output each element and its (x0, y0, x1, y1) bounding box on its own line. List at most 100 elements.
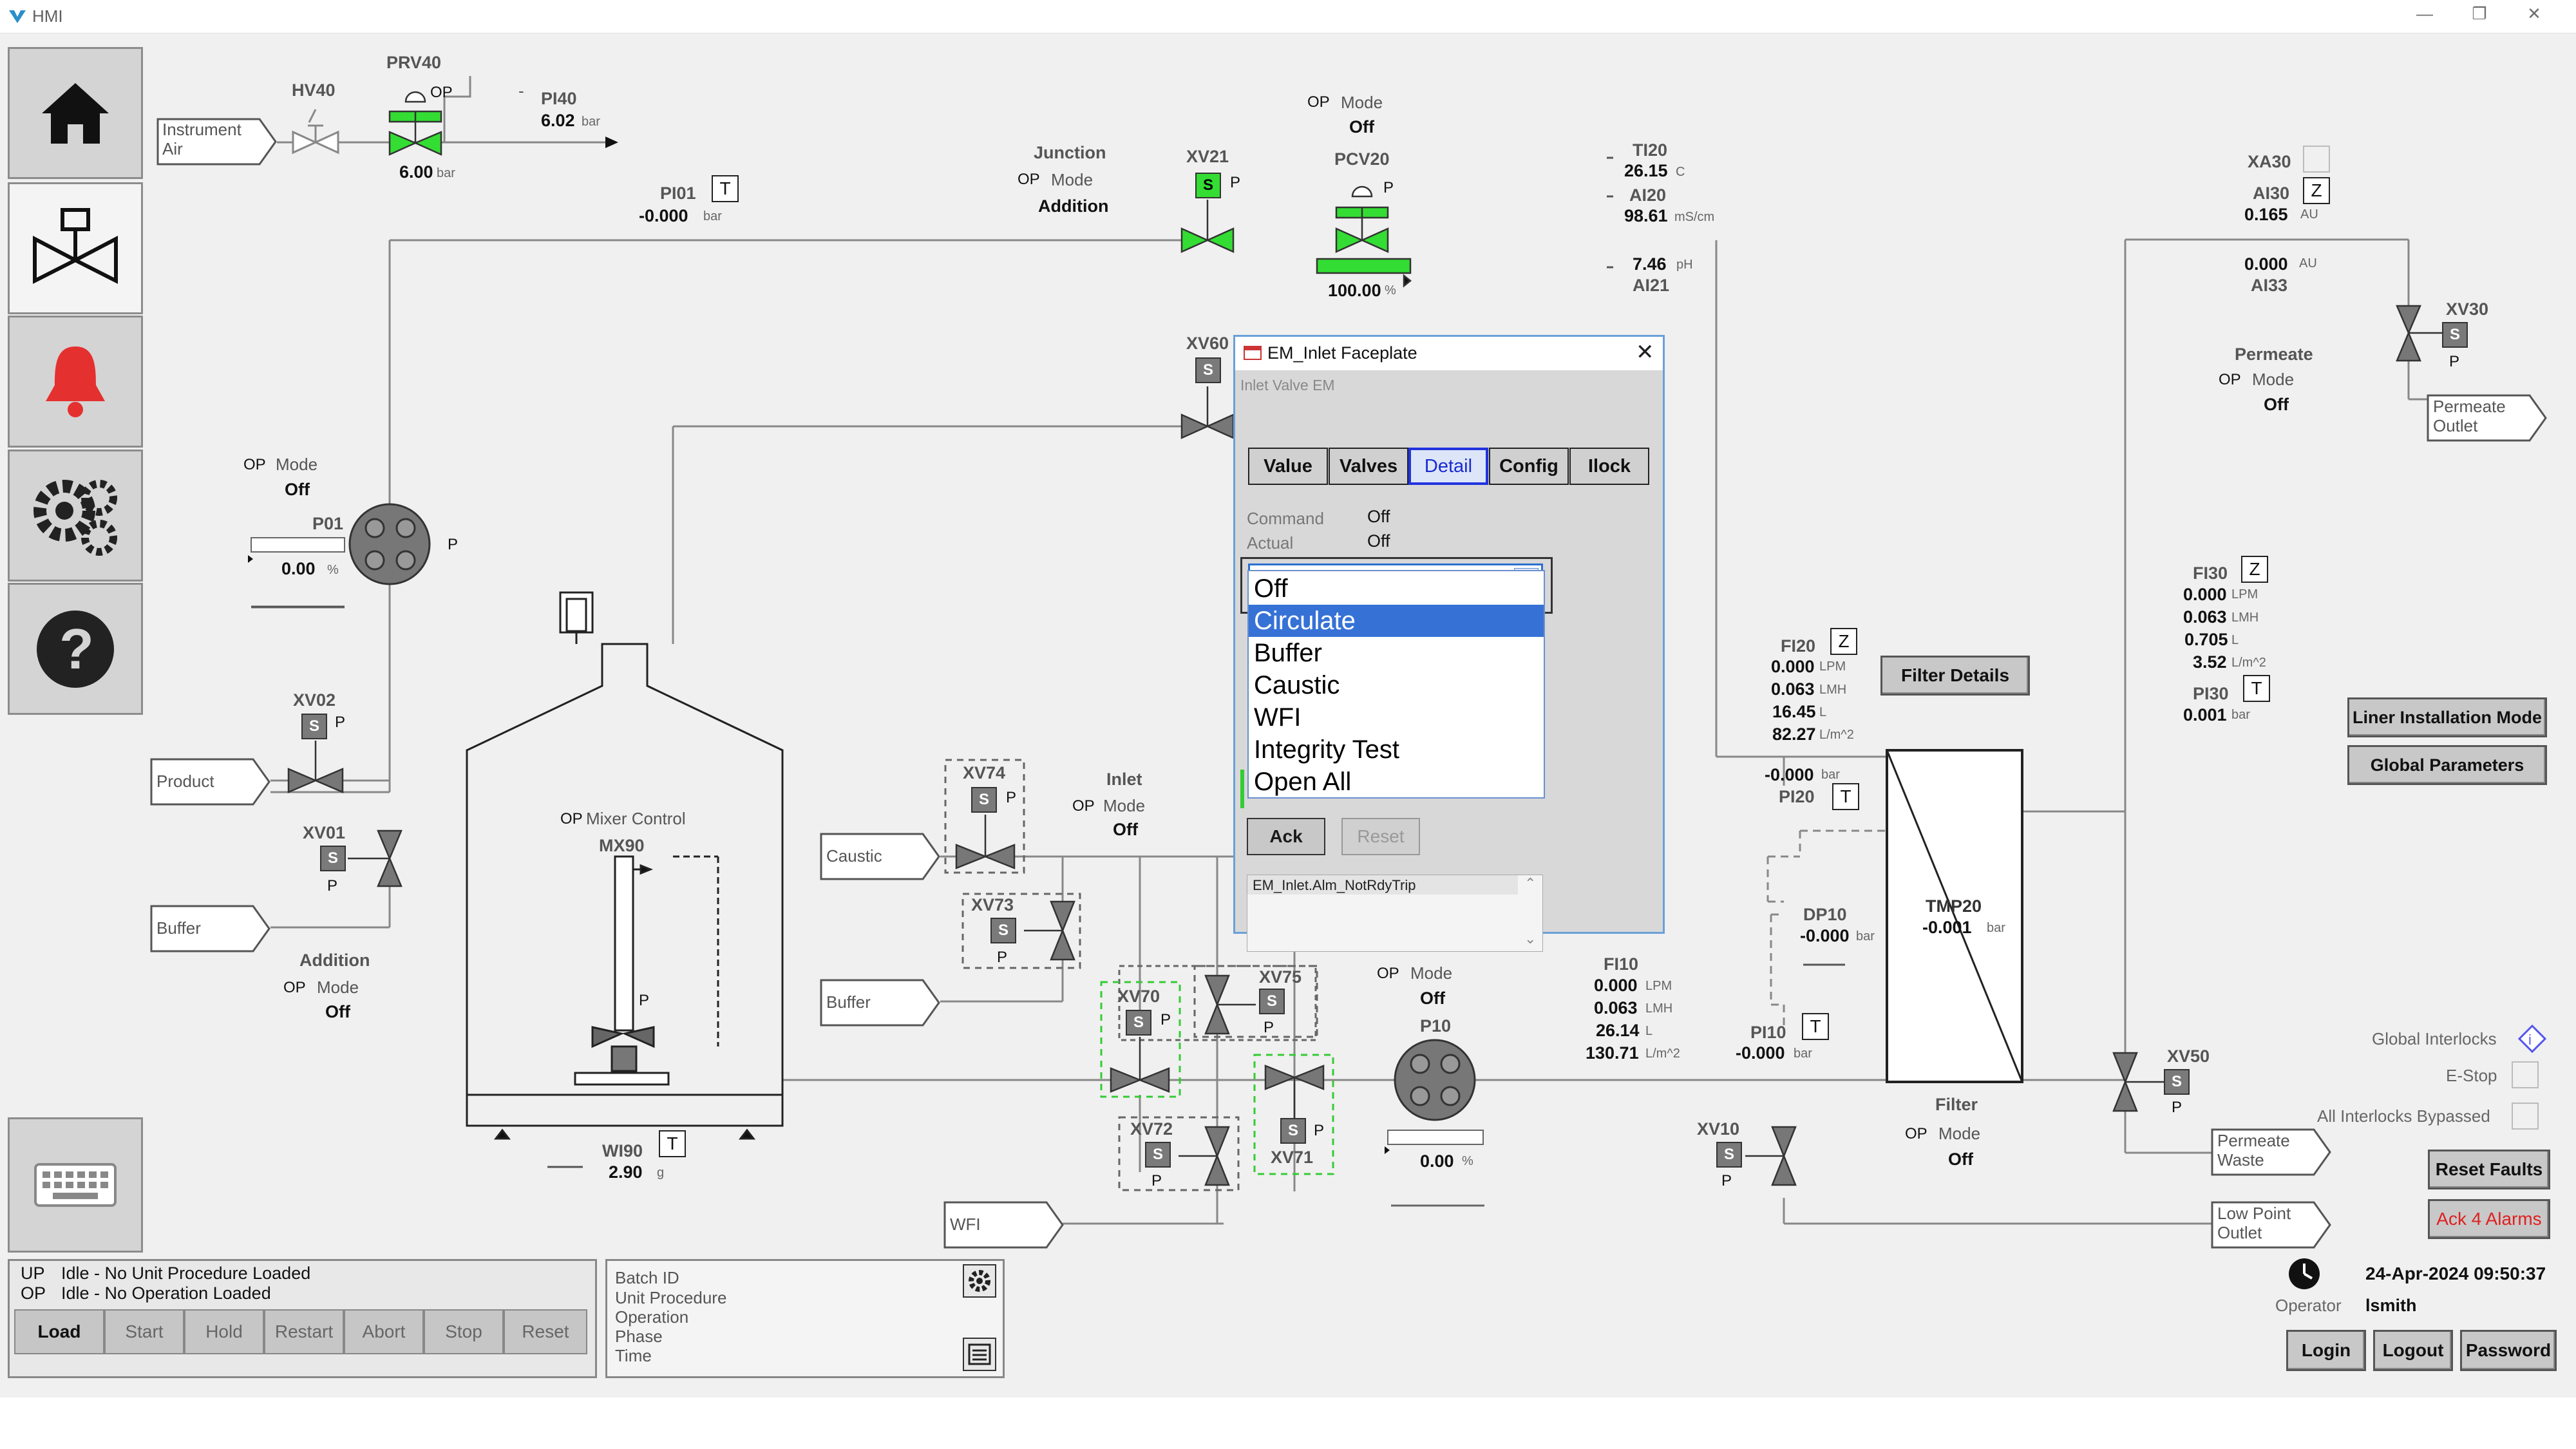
xv01-tag: XV01 (303, 823, 346, 842)
global-parameters-button[interactable]: Global Parameters (2347, 745, 2547, 785)
close-window-button[interactable]: ✕ (2527, 4, 2541, 23)
help-icon: ? (37, 610, 114, 688)
alarm-row-text: EM_Inlet.Alm_NotRdyTrip (1253, 877, 1416, 893)
option-off[interactable]: Off (1254, 574, 1288, 603)
xv01-status-box[interactable]: S (320, 846, 346, 871)
pi10-trend-button[interactable]: T (1802, 1013, 1829, 1040)
p01-value: 0.00 (281, 559, 316, 578)
ack-alarms-button[interactable]: Ack 4 Alarms (2428, 1199, 2550, 1239)
wi90-trend-button[interactable]: T (659, 1130, 686, 1157)
p10-unit: % (1462, 1154, 1473, 1168)
p01-mode-label: Mode (276, 455, 318, 474)
pi20-unit: bar (1821, 768, 1840, 782)
abort-button[interactable]: Abort (344, 1309, 424, 1354)
scroll-down-icon[interactable]: ⌄ (1524, 931, 1537, 947)
ai33-tag: AI33 (2251, 276, 2288, 295)
reset-faults-button[interactable]: Reset Faults (2428, 1150, 2550, 1189)
restore-button[interactable]: ❐ (2472, 4, 2487, 23)
fi30-zero-button[interactable]: Z (2241, 556, 2268, 583)
option-open-all[interactable]: Open All (1254, 768, 1352, 796)
pi30-trend-button[interactable]: T (2243, 675, 2270, 702)
junction-title: Junction (1034, 143, 1106, 162)
option-integrity-test[interactable]: Integrity Test (1254, 735, 1400, 764)
xv73-status-box[interactable]: S (990, 918, 1016, 943)
xv71-p: P (1314, 1122, 1325, 1139)
batch-list-button[interactable] (963, 1338, 996, 1371)
tab-value[interactable]: Value (1248, 448, 1328, 485)
reset-faceplate-button[interactable]: Reset (1341, 818, 1420, 855)
keyboard-button[interactable] (8, 1117, 143, 1253)
nav-help-button[interactable]: ? (8, 583, 143, 715)
login-button[interactable]: Login (2286, 1330, 2366, 1371)
xv71-valve-icon (1264, 1065, 1325, 1121)
dp10-value: -0.000 (1800, 926, 1850, 945)
restart-button[interactable]: Restart (264, 1309, 344, 1354)
prv40-value: 6.00 (399, 162, 433, 182)
tab-valves[interactable]: Valves (1329, 448, 1408, 485)
tab-config[interactable]: Config (1489, 448, 1569, 485)
pi30-value: 0.001 (2183, 705, 2227, 724)
pi20-trend-button[interactable]: T (1832, 783, 1859, 810)
password-button[interactable]: Password (2460, 1330, 2557, 1371)
nav-alarms-button[interactable] (8, 316, 143, 448)
fi20-zero-button[interactable]: Z (1830, 628, 1857, 655)
nav-settings-button[interactable] (8, 450, 143, 582)
option-circulate[interactable]: Circulate (1249, 605, 1544, 637)
xv75-status-box[interactable]: S (1259, 989, 1285, 1014)
xv10-tag: XV10 (1697, 1119, 1740, 1139)
xv30-status-box[interactable]: S (2442, 322, 2468, 348)
addition-mode-value: Off (325, 1002, 350, 1021)
minimize-button[interactable]: — (2416, 4, 2433, 23)
logout-button[interactable]: Logout (2373, 1330, 2453, 1371)
xv60-status-box[interactable]: S (1195, 357, 1221, 383)
pi01-trend-button[interactable]: T (712, 175, 739, 202)
faceplate-close-button[interactable]: ✕ (1636, 340, 1654, 365)
nav-equipment-button[interactable] (8, 182, 143, 314)
batch-settings-button[interactable] (963, 1264, 996, 1298)
start-button[interactable]: Start (104, 1309, 184, 1354)
ack-button[interactable]: Ack (1247, 818, 1325, 855)
ai20-value: 98.61 (1624, 206, 1668, 225)
xv21-status-box[interactable]: S (1195, 173, 1221, 198)
dp10-unit: bar (1856, 929, 1875, 943)
inlet-title: Inlet (1106, 770, 1142, 789)
xv71-status-box[interactable]: S (1280, 1118, 1306, 1144)
fi30-u3: L (2231, 633, 2239, 647)
prv40-valve-icon (388, 91, 442, 156)
p10-mode-value: Off (1420, 989, 1445, 1008)
scroll-up-icon[interactable]: ⌃ (1524, 875, 1537, 891)
option-wfi[interactable]: WFI (1254, 703, 1302, 732)
xv02-status-box[interactable]: S (301, 714, 327, 739)
buffer2-label: Buffer (826, 992, 871, 1012)
tmp20-unit: bar (1987, 921, 2005, 935)
keyboard-icon (34, 1163, 117, 1207)
up-text: Idle - No Unit Procedure Loaded (61, 1264, 311, 1283)
filter-details-button[interactable]: Filter Details (1880, 656, 2030, 696)
option-buffer[interactable]: Buffer (1254, 639, 1322, 667)
xv73-p: P (997, 949, 1008, 966)
xv75-valve-icon (1204, 974, 1256, 1035)
hold-button[interactable]: Hold (184, 1309, 264, 1354)
fi20-tag: FI20 (1781, 636, 1816, 656)
xv70-status-box[interactable]: S (1126, 1010, 1151, 1036)
liner-installation-mode-button[interactable]: Liner Installation Mode (2347, 697, 2547, 737)
xv74-p: P (1006, 789, 1017, 806)
xv10-status-box[interactable]: S (1716, 1142, 1742, 1168)
status-indicator-bar (1240, 770, 1244, 808)
load-button[interactable]: Load (14, 1309, 104, 1354)
option-caustic[interactable]: Caustic (1254, 671, 1340, 699)
tab-ilock[interactable]: Ilock (1569, 448, 1649, 485)
pcv20-value: 100.00 (1328, 281, 1381, 300)
pcv20-mode-label: Mode (1341, 93, 1383, 112)
xv72-status-box[interactable]: S (1145, 1142, 1171, 1168)
xv74-status-box[interactable]: S (971, 787, 997, 813)
reset-button[interactable]: Reset (504, 1309, 587, 1354)
nav-home-button[interactable] (8, 47, 143, 179)
fi10-v4: 130.71 (1586, 1043, 1639, 1063)
fi10-v1: 0.000 (1594, 976, 1638, 995)
alarm-row[interactable] (1247, 875, 1518, 895)
stop-button[interactable]: Stop (424, 1309, 504, 1354)
xv50-status-box[interactable]: S (2164, 1069, 2190, 1095)
ai30-zero-button[interactable]: Z (2303, 177, 2330, 204)
tab-detail[interactable]: Detail (1408, 448, 1488, 485)
